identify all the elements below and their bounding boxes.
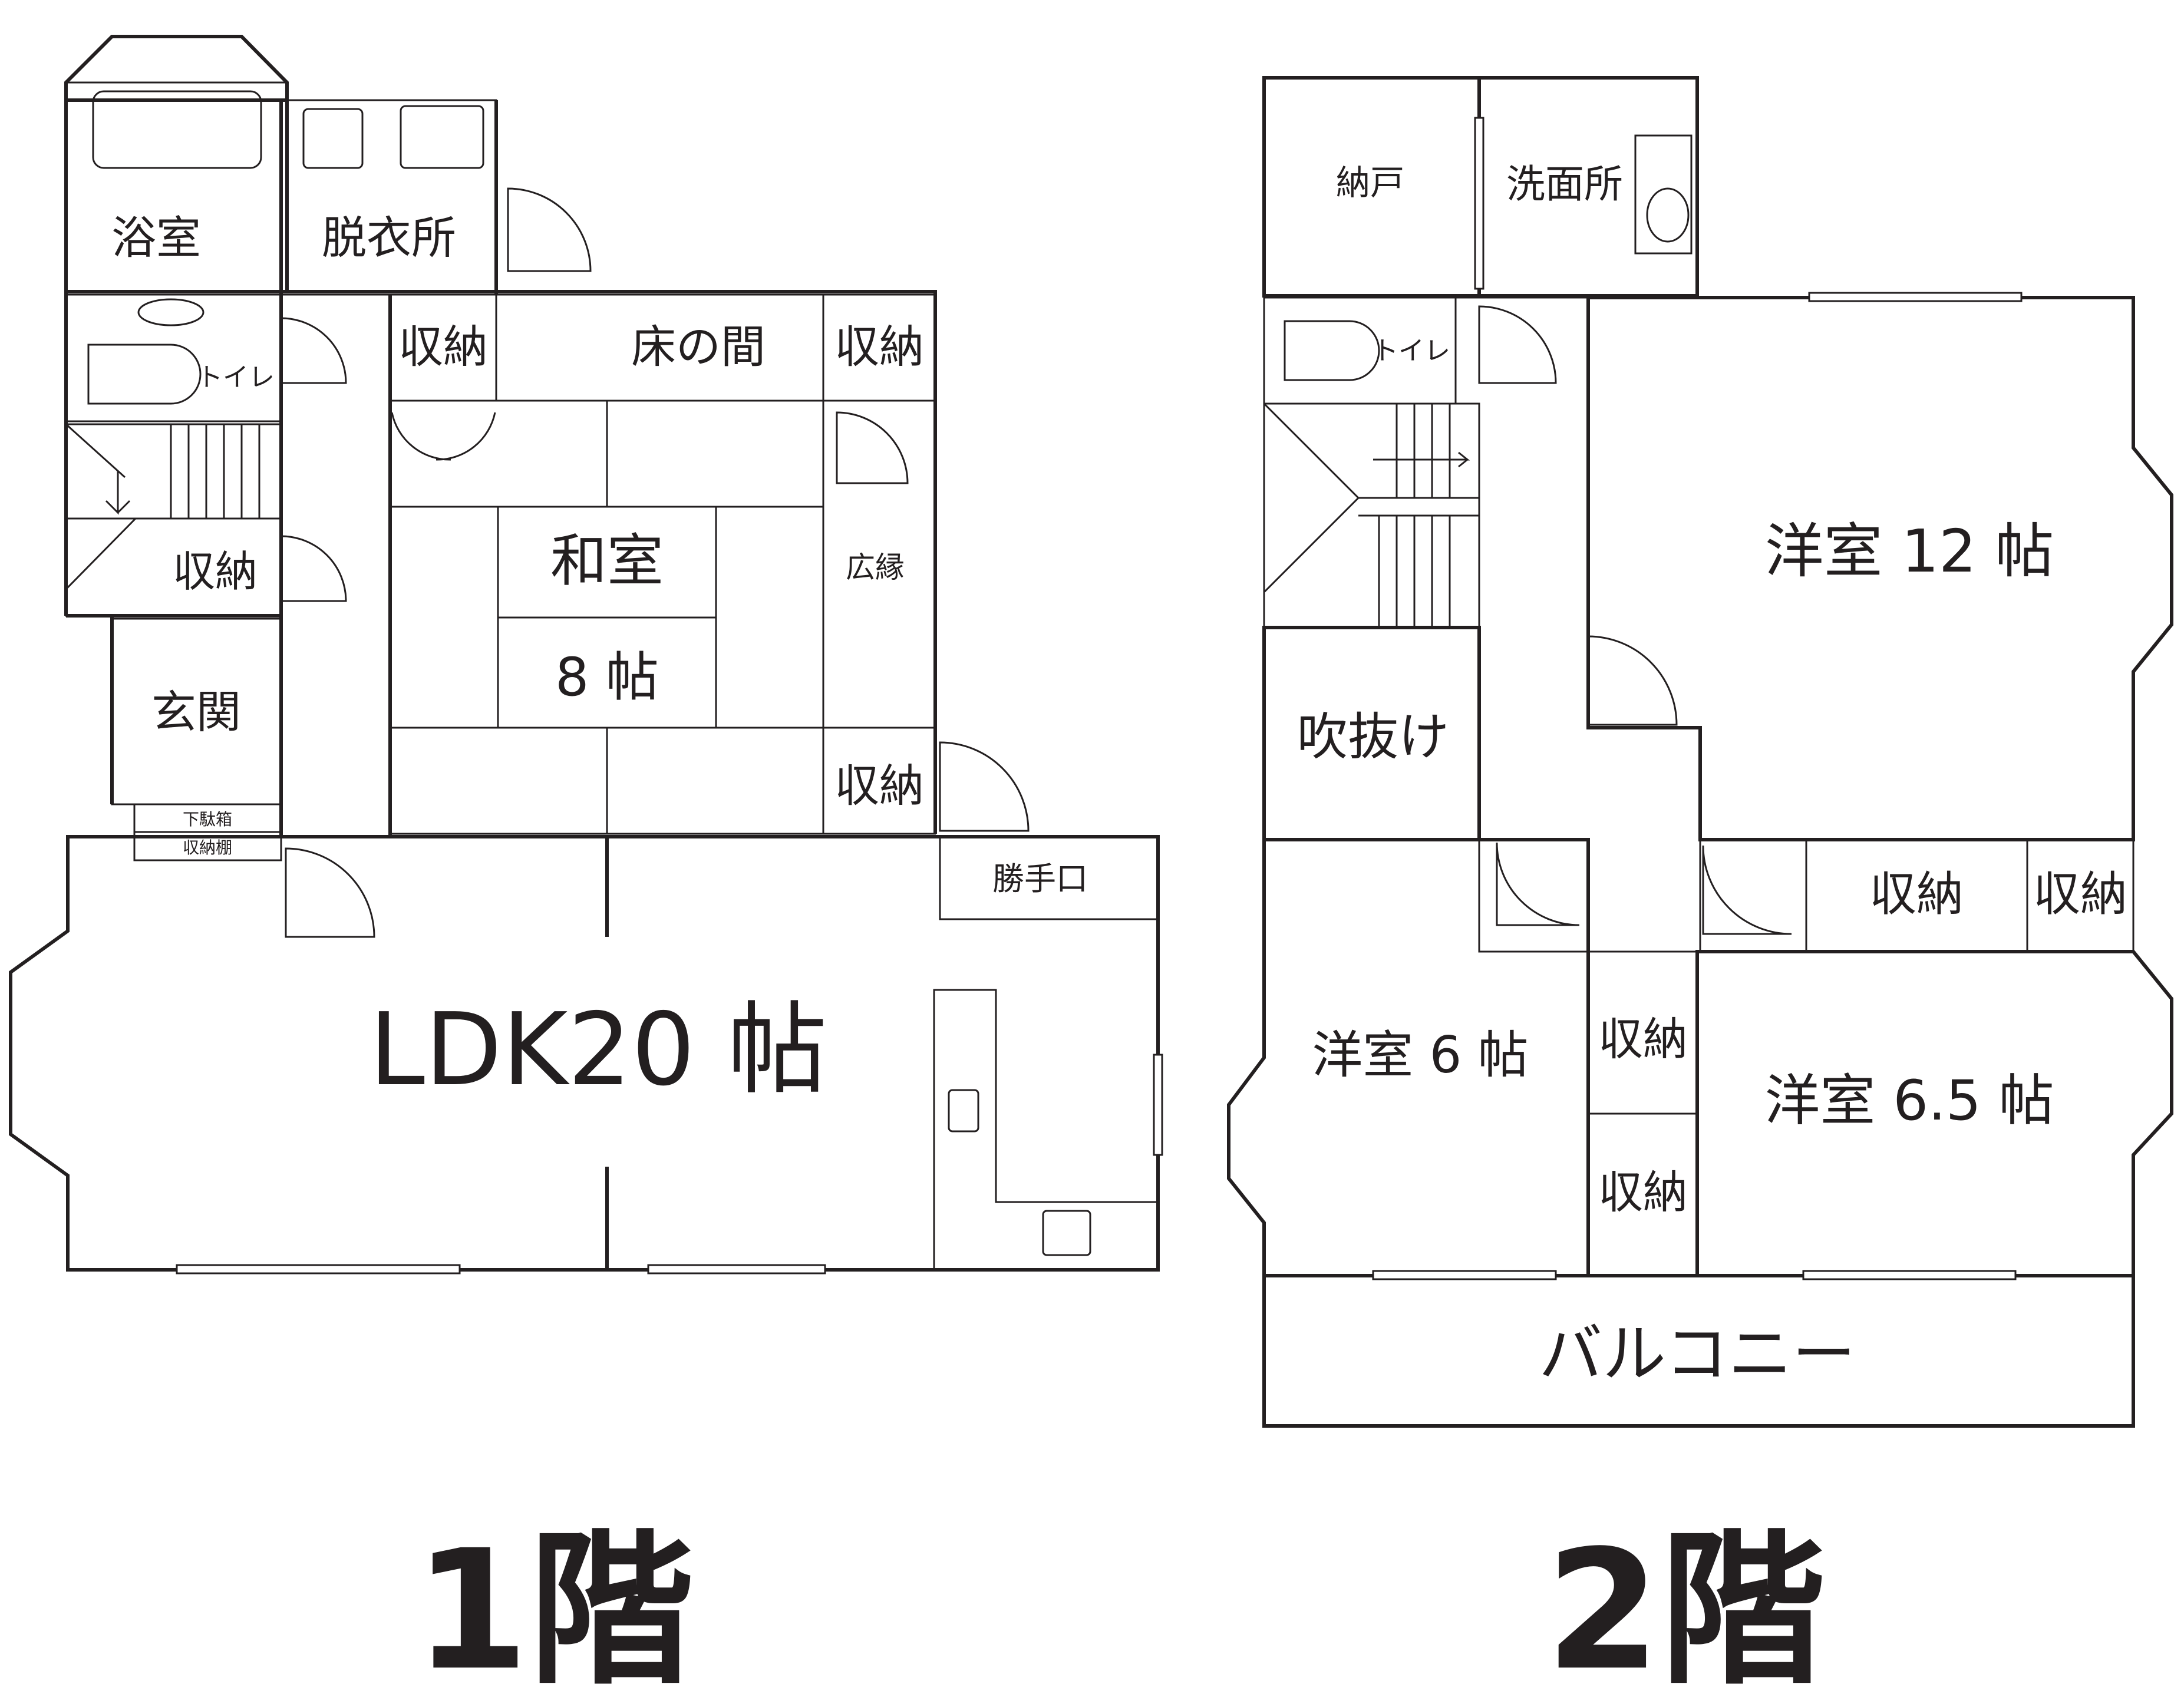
ldk-area	[9, 835, 1160, 1272]
label-storage-stairs: 収納	[173, 547, 258, 596]
floor-2-title: 2階	[1546, 1515, 1826, 1707]
label-service-door: 勝手口	[992, 860, 1088, 897]
door-arcs-2f	[1478, 305, 1792, 935]
kitchen-counter	[933, 989, 1159, 1271]
toilet-sink-icon	[137, 298, 204, 326]
label-storage-2f-a: 収納	[1598, 1013, 1688, 1065]
label-toilet-1f: トイレ	[197, 362, 275, 392]
label-storage-b-1f: 収納	[834, 321, 924, 373]
label-washitsu: 和室	[550, 528, 664, 594]
stairs-treads-2f	[1263, 402, 1479, 628]
corridor-2f	[1454, 296, 1701, 953]
label-hiroen: 広縁	[846, 550, 905, 585]
door-arcs-1f	[280, 187, 1030, 938]
label-storage-a-1f: 収納	[398, 321, 488, 373]
floor-1-plan	[9, 35, 1163, 1275]
toilet-bowl-icon	[87, 344, 202, 405]
bathtub	[92, 90, 262, 169]
toilet-bowl-icon-2f	[1284, 320, 1380, 381]
tatami-lines	[390, 401, 823, 834]
label-entrance: 玄関	[151, 686, 241, 738]
balcony-area	[1262, 1274, 2135, 1428]
label-storage-2f-c: 収納	[1869, 867, 1964, 922]
label-atrium: 吹抜け	[1297, 708, 1449, 767]
label-dressing: 脱衣所	[322, 212, 456, 264]
label-washitsu-size: 8 帖	[555, 646, 659, 708]
room12-window-top	[1808, 292, 2023, 302]
label-balcony: バルコニー	[1539, 1318, 1856, 1391]
label-room6: 洋室 6 帖	[1312, 1026, 1528, 1085]
ldk-window-bottom-2	[647, 1264, 826, 1275]
toilet-area-1f	[65, 293, 282, 422]
washroom-counter	[1634, 134, 1693, 255]
ldk-window-right	[1153, 1054, 1163, 1156]
label-storage-2f-d: 収納	[2033, 867, 2127, 922]
floor-1-walls	[64, 82, 937, 837]
label-ldk: LDK20 帖	[369, 992, 827, 1108]
room12-area	[1586, 296, 2173, 841]
washing-machine	[400, 105, 484, 169]
service-door-area	[939, 836, 1159, 920]
washroom-basin	[1646, 187, 1690, 243]
label-washroom: 洗面所	[1506, 161, 1623, 207]
label-room65: 洋室 6.5 帖	[1764, 1069, 2054, 1133]
label-bath: 浴室	[111, 212, 201, 264]
room6-window-bottom	[1372, 1270, 1557, 1280]
labels: 浴室 脱衣所 トイレ 収納 玄関 下駄箱 収納棚 収納 床の間 収納 和室 8 …	[111, 161, 2127, 1707]
label-room12: 洋室 12 帖	[1765, 517, 2054, 586]
stairs-treads-1f	[65, 423, 260, 519]
label-tokonoma: 床の間	[631, 321, 766, 373]
stove-icon	[948, 1089, 979, 1133]
floor-2-plan	[1227, 76, 2173, 1428]
sink-icon	[1042, 1210, 1091, 1256]
ldk-window-bottom	[176, 1264, 461, 1275]
label-storage-c-1f: 収納	[834, 760, 924, 812]
label-shoe-box-1: 下駄箱	[183, 810, 232, 829]
label-nando: 納戸	[1336, 163, 1404, 203]
label-storage-2f-b: 収納	[1598, 1166, 1688, 1219]
floor-1-title: 1階	[414, 1515, 694, 1707]
washbasin	[302, 108, 364, 169]
label-shoe-box-2: 収納棚	[183, 838, 232, 857]
room65-window-bottom	[1802, 1270, 2017, 1280]
label-toilet-2f: トイレ	[1373, 336, 1450, 366]
nando-divider	[1474, 117, 1484, 290]
stairs-1f	[65, 423, 282, 520]
